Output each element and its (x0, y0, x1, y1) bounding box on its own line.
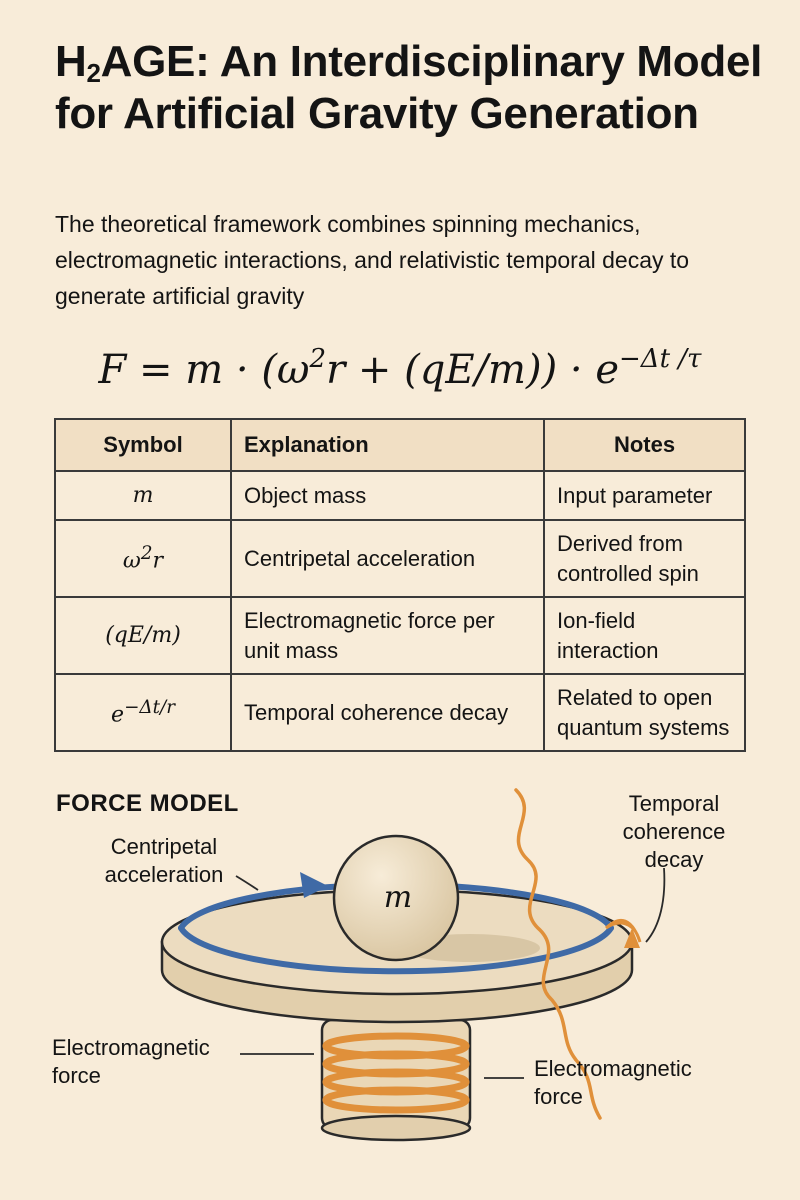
page-title: H2AGE: An Interdisciplinary Model for Ar… (55, 37, 763, 138)
orbit-arrow-icon (300, 872, 328, 898)
electromagnet-coil-icon (322, 1032, 470, 1114)
symbol-cell: e−Δt/r (54, 673, 232, 752)
wave-tail (604, 918, 642, 943)
temporal-wave (514, 788, 602, 1120)
explanation-cell: Electromagnetic force per unit mass (230, 596, 545, 675)
orbit-front-arc (178, 925, 614, 975)
table-row: m Object mass Input parameter (54, 470, 746, 521)
notes-cell: Input parameter (543, 470, 746, 521)
symbol-cell: m (54, 470, 232, 521)
em-left-label: Electromagnetic force (52, 1035, 210, 1088)
table-header-row: Symbol Explanation Notes (54, 418, 746, 472)
temporal-label: Temporal coherence decay (622, 791, 726, 872)
symbol-cell: (qE/m) (54, 596, 232, 675)
table-row: e−Δt/r Temporal coherence decay Related … (54, 673, 746, 752)
wave-arrow-icon (624, 928, 640, 948)
header-symbol: Symbol (54, 418, 232, 472)
header-notes: Notes (543, 418, 746, 472)
notes-cell: Derived from controlled spin (543, 519, 746, 598)
force-model-diagram: m (160, 788, 666, 1142)
table-row: (qE/m) Electromagnetic force per unit ma… (54, 596, 746, 675)
mass-sphere (332, 834, 460, 962)
symbol-cell: ω2r (54, 519, 232, 598)
temporal-leader (645, 867, 666, 943)
header-explanation: Explanation (230, 418, 545, 472)
explanation-cell: Temporal coherence decay (230, 673, 545, 752)
force-model-heading: FORCE MODEL (56, 790, 239, 817)
notes-cell: Related to open quantum systems (543, 673, 746, 752)
mass-label: m (384, 880, 412, 915)
centripetal-label: Centripetal acceleration (104, 834, 224, 887)
table-row: ω2r Centripetal acceleration Derived fro… (54, 519, 746, 598)
explanation-cell: Object mass (230, 470, 545, 521)
symbol-table: Symbol Explanation Notes m Object mass I… (54, 418, 746, 752)
centripetal-leader (235, 875, 259, 891)
explanation-cell: Centripetal acceleration (230, 519, 545, 598)
intro-text: The theoretical framework combines spinn… (55, 211, 690, 309)
em-right-label: Electromagnetic force (534, 1056, 692, 1109)
notes-cell: Ion-field interaction (543, 596, 746, 675)
main-equation: F = m · (ω2r + (qE/m)) · e−Δt /τ (98, 344, 702, 393)
